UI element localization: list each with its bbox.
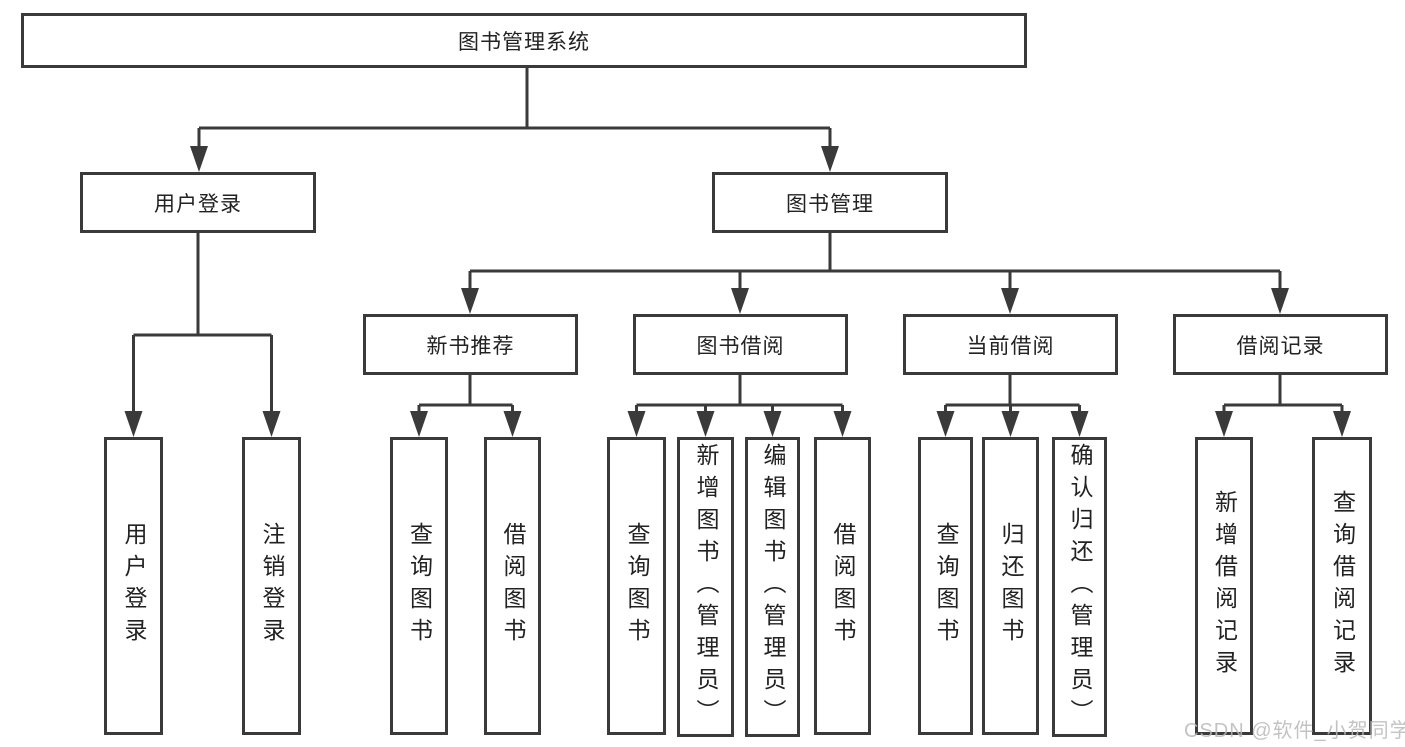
leaf-label: 新增借阅记录 [1211,490,1238,682]
leaf-label: 新增图书（管理员） [693,443,719,731]
node-book-management: 图书管理 [712,172,948,233]
leaf-recommend-query-books: 查询图书 [390,437,448,735]
node-book-borrowing: 图书借阅 [633,314,848,375]
node-borrowing-records: 借阅记录 [1173,314,1388,375]
node-label: 用户登录 [154,192,242,216]
leaf-label: 编辑图书（管理员） [760,443,786,731]
leaf-label: 归还图书 [998,522,1024,650]
leaf-label: 查询图书 [624,522,650,650]
leaf-add-borrow-record: 新增借阅记录 [1195,437,1253,735]
leaf-label: 查询图书 [406,522,433,650]
leaf-current-query-books: 查询图书 [918,437,973,735]
leaf-label: 查询图书 [933,522,959,650]
node-label: 图书借阅 [696,334,785,358]
leaf-query-borrow-record: 查询借阅记录 [1312,437,1372,735]
leaf-borrowing-query-books: 查询图书 [607,437,666,735]
leaf-recommend-borrow-books: 借阅图书 [484,437,541,735]
leaf-label: 注销登录 [259,522,285,650]
node-user-login: 用户登录 [80,172,316,233]
node-label: 借阅记录 [1236,334,1325,358]
leaf-label: 确认归还（管理员） [1067,443,1093,731]
leaf-edit-book-admin: 编辑图书（管理员） [745,437,800,737]
node-label: 图书管理系统 [458,30,590,54]
leaf-return-book: 归还图书 [982,437,1039,735]
leaf-add-book-admin: 新增图书（管理员） [677,437,734,737]
leaf-label: 用户登录 [121,522,147,650]
node-current-borrowing: 当前借阅 [903,314,1118,375]
csdn-watermark: CSDN @软件_小贺同学 [1184,720,1405,742]
leaf-label: 借阅图书 [500,522,526,650]
node-label: 新书推荐 [426,334,515,358]
leaf-logout: 注销登录 [242,437,301,735]
leaf-borrowing-borrow-books: 借阅图书 [814,437,871,735]
leaf-confirm-return-admin: 确认归还（管理员） [1052,437,1107,737]
leaf-label: 借阅图书 [830,522,856,650]
node-new-book-recommend: 新书推荐 [363,314,578,375]
node-label: 图书管理 [786,192,874,216]
leaf-label: 查询借阅记录 [1329,490,1356,682]
node-library-management-system: 图书管理系统 [21,13,1027,68]
leaf-user-login: 用户登录 [104,437,163,735]
node-label: 当前借阅 [966,334,1055,358]
